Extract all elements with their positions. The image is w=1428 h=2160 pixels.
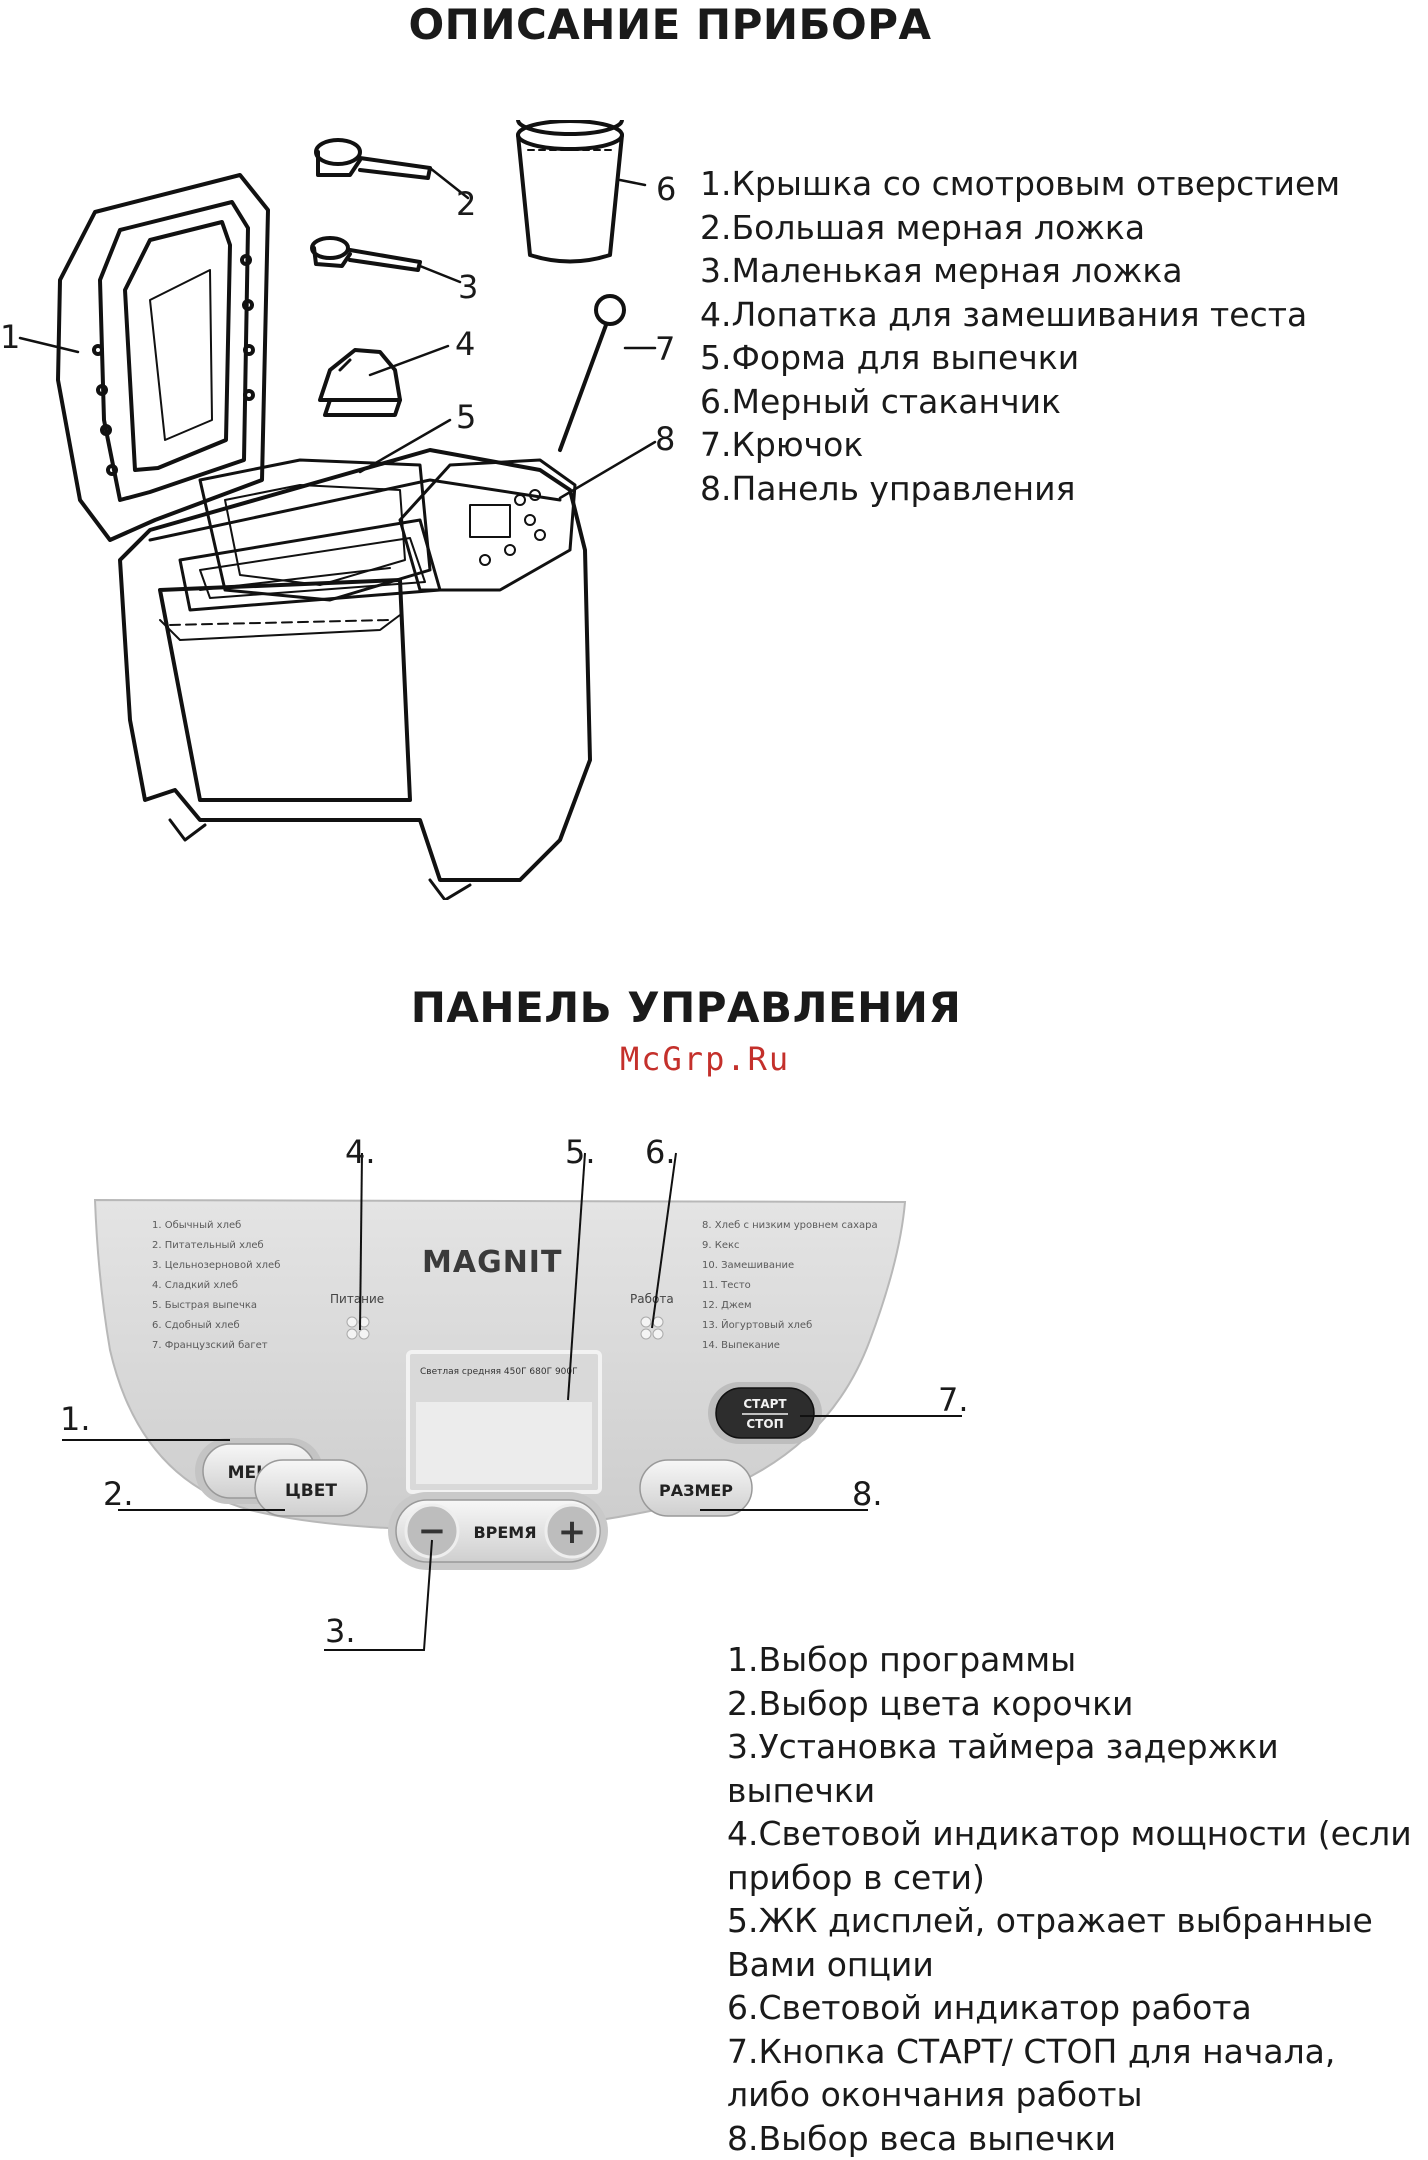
device-callout-7: 7 bbox=[655, 330, 675, 368]
panel-description-item: 2.Выбор цвета корочки bbox=[727, 1682, 1427, 1726]
panel-callout-4: 4. bbox=[345, 1133, 376, 1171]
panel-description-item: 3.Установка таймера задержки выпечки bbox=[727, 1725, 1427, 1812]
time-plus-button[interactable]: + bbox=[546, 1505, 598, 1557]
lcd-status-text: Светлая средняя 450Г 680Г 900Г bbox=[420, 1367, 578, 1377]
measuring-cup-drawing bbox=[518, 120, 622, 262]
device-callout-4: 4 bbox=[455, 325, 475, 363]
svg-text:ЦВЕТ: ЦВЕТ bbox=[285, 1481, 337, 1501]
device-callout-1: 1 bbox=[0, 318, 20, 356]
parts-list: 1.Крышка со смотровым отверстием 2.Больш… bbox=[700, 162, 1340, 510]
parts-list-item: 2.Большая мерная ложка bbox=[700, 206, 1340, 250]
program-label: 7. Французский багет bbox=[152, 1340, 268, 1351]
panel-descriptions: 1.Выбор программы 2.Выбор цвета корочки … bbox=[727, 1638, 1427, 2160]
loaf-size-button[interactable]: РАЗМЕР bbox=[640, 1460, 752, 1516]
panel-description-item: 8.Выбор веса выпечки bbox=[727, 2117, 1427, 2160]
large-spoon-drawing bbox=[316, 140, 430, 178]
svg-text:РАЗМЕР: РАЗМЕР bbox=[659, 1481, 733, 1500]
device-callout-3: 3 bbox=[458, 268, 478, 306]
panel-description-item: 1.Выбор программы bbox=[727, 1638, 1427, 1682]
control-panel-drawing: MAGNIT 1. Обычный хлеб 2. Питательный хл… bbox=[0, 1120, 1428, 1680]
work-indicator-label: Работа bbox=[630, 1292, 674, 1306]
svg-text:СТОП: СТОП bbox=[746, 1417, 783, 1431]
panel-description-item: 7.Кнопка СТАРТ/ СТОП для начала, либо ок… bbox=[727, 2030, 1427, 2117]
program-label: 8. Хлеб с низким уровнем сахара bbox=[702, 1220, 878, 1231]
device-title: ОПИСАНИЕ ПРИБОРА bbox=[0, 0, 1340, 49]
program-label: 6. Сдобный хлеб bbox=[152, 1320, 240, 1331]
panel-description-item: 6.Световой индикатор работа bbox=[727, 1986, 1427, 2030]
hook-drawing bbox=[560, 296, 624, 450]
panel-callout-1: 1. bbox=[60, 1400, 91, 1438]
start-stop-button[interactable]: СТАРТ СТОП bbox=[708, 1382, 822, 1444]
panel-callout-8: 8. bbox=[852, 1475, 883, 1513]
device-callout-5: 5 bbox=[456, 398, 476, 436]
panel-callout-3: 3. bbox=[325, 1612, 356, 1650]
program-label: 3. Цельнозерновой хлеб bbox=[152, 1260, 280, 1271]
panel-callout-6: 6. bbox=[645, 1133, 676, 1171]
program-label: 1. Обычный хлеб bbox=[152, 1220, 241, 1231]
svg-text:+: + bbox=[558, 1512, 587, 1552]
program-label: 11. Тесто bbox=[702, 1280, 751, 1291]
panel-title: ПАНЕЛЬ УПРАВЛЕНИЯ bbox=[0, 983, 1372, 1032]
parts-list-item: 5.Форма для выпечки bbox=[700, 336, 1340, 380]
parts-list-item: 7.Крючок bbox=[700, 423, 1340, 467]
program-label: 12. Джем bbox=[702, 1300, 752, 1311]
bread-maker-drawing bbox=[0, 120, 700, 900]
program-label: 14. Выпекание bbox=[702, 1340, 780, 1351]
small-spoon-drawing bbox=[312, 238, 420, 270]
svg-text:СТАРТ: СТАРТ bbox=[743, 1397, 787, 1411]
brand-logo: MAGNIT bbox=[422, 1245, 562, 1280]
program-label: 4. Сладкий хлеб bbox=[152, 1280, 238, 1291]
parts-list-item: 6.Мерный стаканчик bbox=[700, 380, 1340, 424]
parts-list-item: 3.Маленькая мерная ложка bbox=[700, 249, 1340, 293]
crust-color-button[interactable]: ЦВЕТ bbox=[255, 1460, 367, 1516]
svg-text:ВРЕМЯ: ВРЕМЯ bbox=[473, 1523, 536, 1542]
lcd-display: Светлая средняя 450Г 680Г 900Г bbox=[408, 1352, 600, 1492]
kneading-paddle-drawing bbox=[320, 350, 400, 415]
program-label: 10. Замешивание bbox=[702, 1260, 794, 1271]
parts-list-item: 8.Панель управления bbox=[700, 467, 1340, 511]
panel-description-item: 4.Световой индикатор мощности (если приб… bbox=[727, 1812, 1427, 1899]
lid-drawing bbox=[58, 175, 268, 540]
program-label: 9. Кекс bbox=[702, 1240, 740, 1251]
device-callout-2: 2 bbox=[456, 185, 476, 223]
device-callout-8: 8 bbox=[655, 420, 675, 458]
panel-callout-7: 7. bbox=[938, 1381, 969, 1419]
program-label: 13. Йогуртовый хлеб bbox=[702, 1318, 812, 1331]
body-drawing bbox=[120, 450, 590, 900]
program-label: 2. Питательный хлеб bbox=[152, 1240, 264, 1251]
parts-list-item: 1.Крышка со смотровым отверстием bbox=[700, 162, 1340, 206]
watermark: McGrp.Ru bbox=[620, 1040, 790, 1078]
panel-callout-5: 5. bbox=[565, 1133, 596, 1171]
power-indicator-label: Питание bbox=[330, 1292, 384, 1306]
panel-description-item: 5.ЖК дисплей, отражает выбранные Вами оп… bbox=[727, 1899, 1427, 1986]
program-label: 5. Быстрая выпечка bbox=[152, 1300, 257, 1311]
parts-list-item: 4.Лопатка для замешивания теста bbox=[700, 293, 1340, 337]
device-callout-6: 6 bbox=[656, 170, 676, 208]
panel-callout-2: 2. bbox=[103, 1475, 134, 1513]
